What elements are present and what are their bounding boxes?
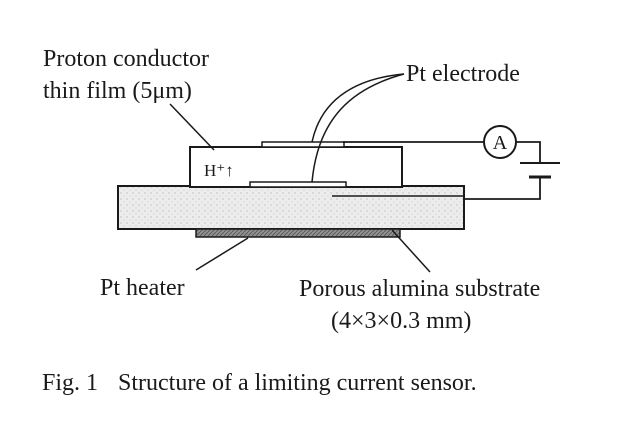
figure-number: Fig. 1 xyxy=(42,370,98,396)
ammeter-symbol: A xyxy=(493,132,508,154)
porous-alumina-substrate xyxy=(117,185,465,230)
substrate-label-line1: Porous alumina substrate xyxy=(299,276,540,302)
external-circuit xyxy=(343,141,541,200)
proton-symbol: H⁺↑ xyxy=(204,161,234,180)
pt-electrode-leader-bottom xyxy=(311,73,405,183)
substrate-label-line2: (4×3×0.3 mm) xyxy=(331,308,471,334)
pt-electrode-label: Pt electrode xyxy=(406,61,520,87)
pt-heater xyxy=(195,228,401,238)
substrate-leader xyxy=(391,229,431,273)
pt-heater-label: Pt heater xyxy=(100,275,185,301)
figure-caption-text: Structure of a limiting current sensor. xyxy=(118,370,477,396)
proton-conductor-label-line1: Proton conductor xyxy=(43,46,209,72)
proton-conductor-leader xyxy=(169,103,215,151)
pt-heater-leader xyxy=(195,237,249,271)
pt-electrode-bottom xyxy=(249,181,347,188)
battery-symbol xyxy=(520,162,560,179)
ammeter-circle xyxy=(483,125,517,159)
proton-conductor-thin-film xyxy=(189,146,403,188)
pt-electrode-leader-top xyxy=(311,73,405,143)
pt-electrode-top xyxy=(261,141,345,148)
figure-caption: Fig. 1 Structure of a limiting current s… xyxy=(42,370,477,396)
proton-conductor-label-line2: thin film (5μm) xyxy=(43,78,192,104)
